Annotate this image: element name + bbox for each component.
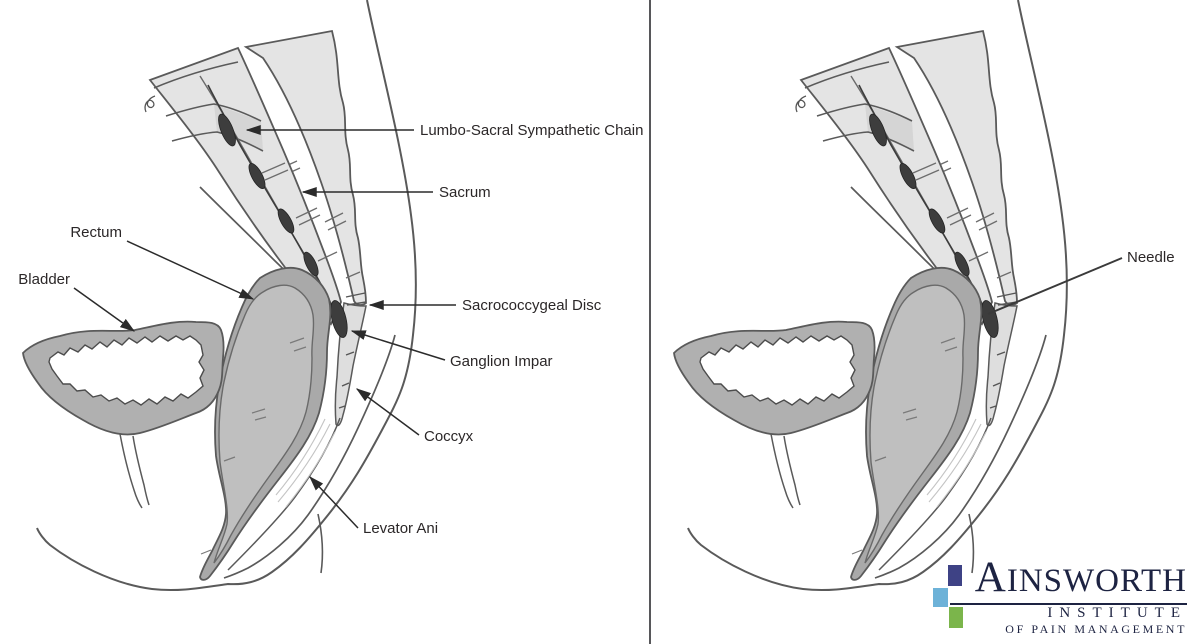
arrow-rectum [126, 240, 255, 300]
arrow-levator-ani [309, 476, 359, 529]
callout-labels: Lumbo-Sacral Sympathetic Chain Sacrum Re… [18, 122, 643, 537]
label-sympathetic-chain: Lumbo-Sacral Sympathetic Chain [420, 122, 643, 139]
ainsworth-logo: AINSWORTH INSTITUTE OF PAIN MANAGEMENT [933, 556, 1187, 640]
logo-blue-square-icon [933, 588, 948, 607]
label-sacrum: Sacrum [439, 184, 491, 201]
logo-institute: INSTITUTE [1047, 605, 1187, 621]
arrow-ganglion-impar [350, 330, 446, 361]
callout-arrows [73, 125, 456, 529]
anatomy-illustration [673, 0, 1068, 592]
label-sacrococcygeal-disc: Sacrococcygeal Disc [462, 297, 602, 314]
label-needle: Needle [1127, 249, 1175, 266]
arrow-bladder [73, 287, 136, 332]
logo-navy-square-icon [948, 565, 962, 586]
needle-anatomy-svg: Needle [673, 0, 1175, 592]
label-rectum: Rectum [70, 224, 122, 241]
logo-name: AINSWORTH [963, 556, 1187, 601]
logo-tagline: OF PAIN MANAGEMENT [1005, 622, 1187, 636]
logo-underline [950, 603, 1187, 605]
label-ganglion-impar: Ganglion Impar [450, 353, 553, 370]
logo-name-rest: INSWORTH [1006, 563, 1187, 599]
needle-shape [987, 257, 1123, 315]
logo-name-initial: A [974, 554, 1007, 601]
arrow-coccyx [355, 388, 420, 436]
label-bladder: Bladder [18, 271, 70, 288]
panel-needle-placement: Needle [651, 0, 1200, 644]
label-levator-ani: Levator Ani [363, 520, 438, 537]
anatomy-illustration [22, 0, 417, 592]
panel-labeled-anatomy: Lumbo-Sacral Sympathetic Chain Sacrum Re… [18, 0, 643, 592]
logo-green-square-icon [949, 607, 963, 628]
label-coccyx: Coccyx [424, 428, 474, 445]
labeled-anatomy-svg: Lumbo-Sacral Sympathetic Chain Sacrum Re… [18, 0, 643, 592]
logo-text: AINSWORTH INSTITUTE OF PAIN MANAGEMENT [963, 556, 1187, 637]
panel-divider [649, 0, 651, 644]
